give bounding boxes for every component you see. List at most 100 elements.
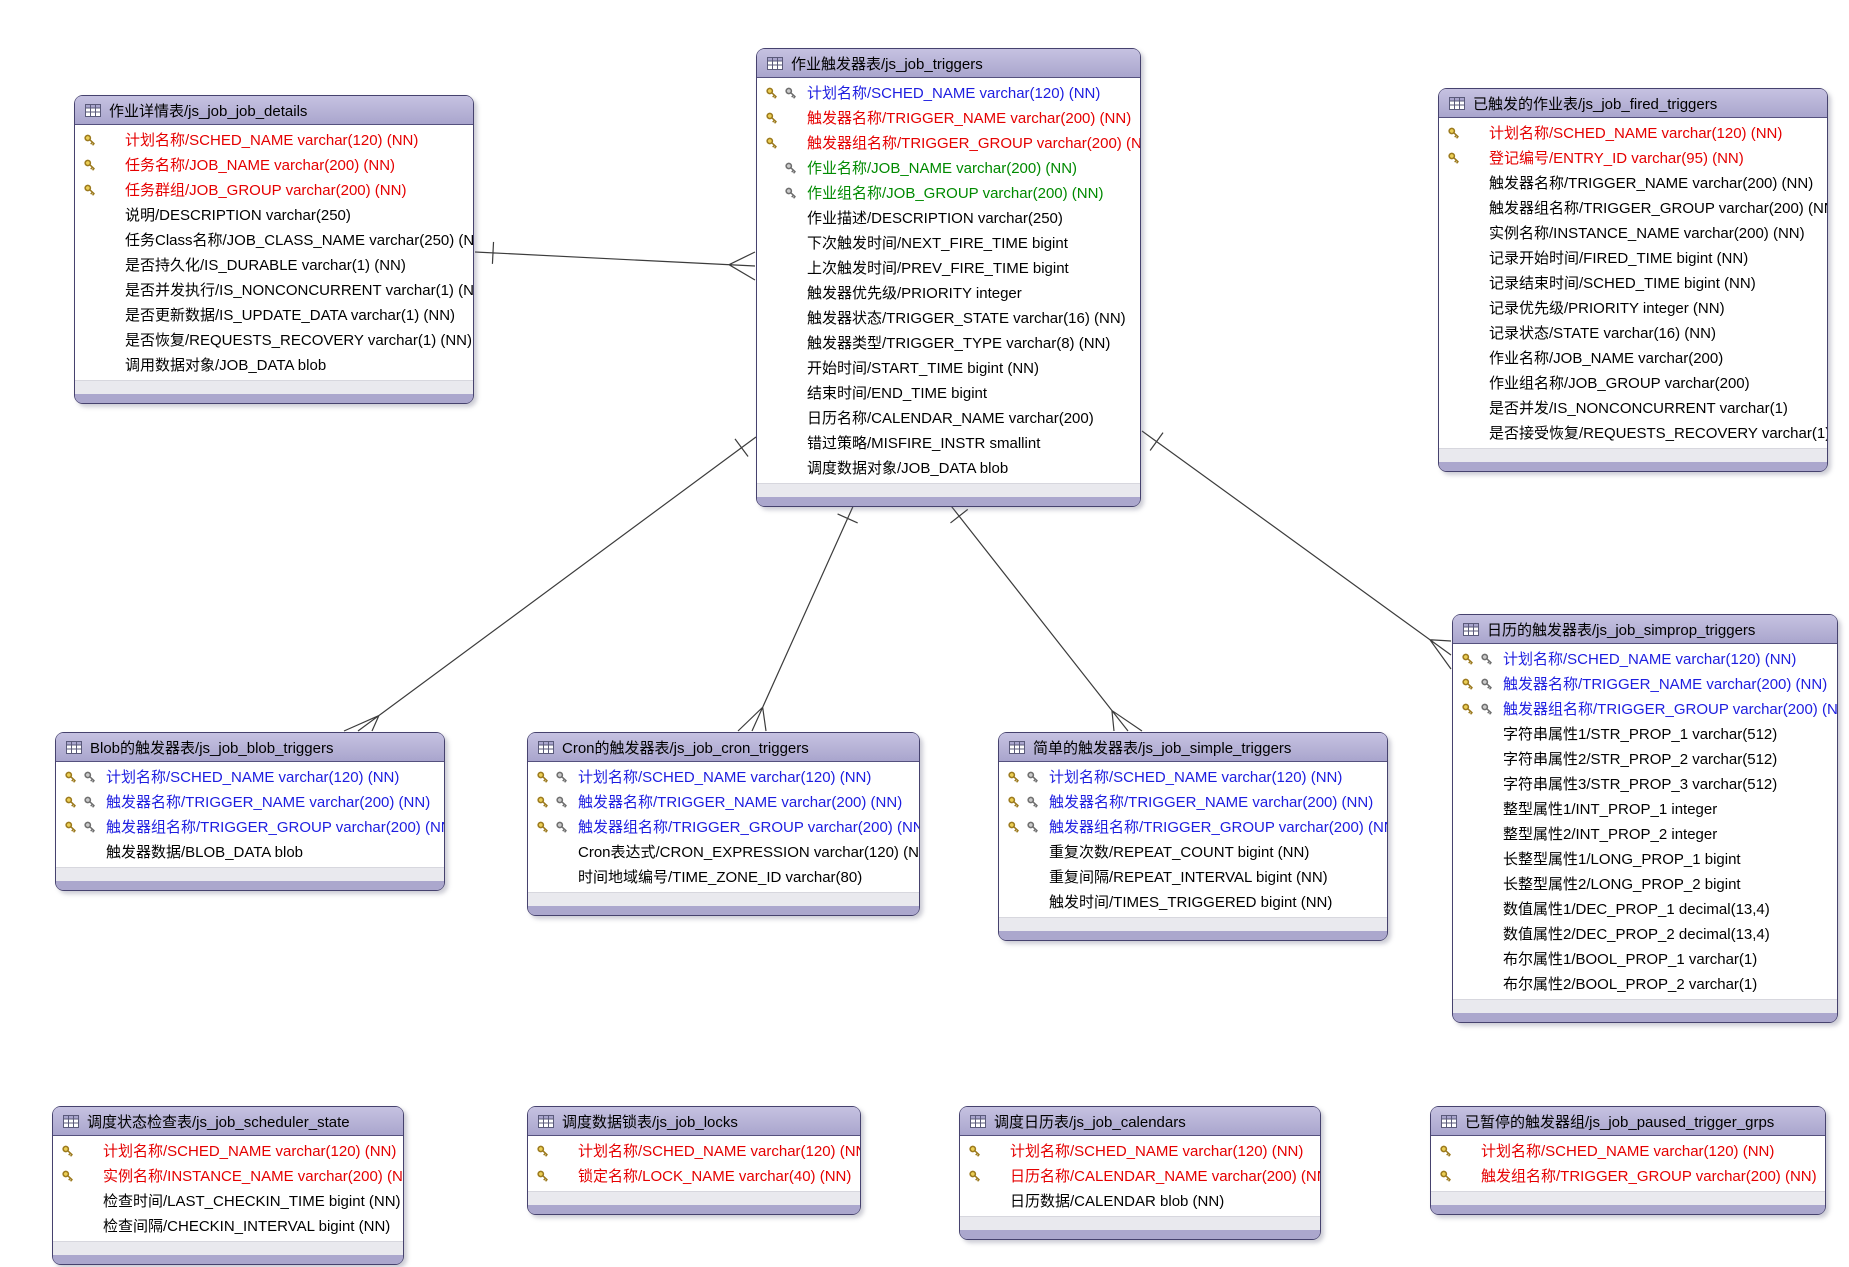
- table-field-row[interactable]: 记录开始时间/FIRED_TIME bigint (NN): [1439, 246, 1827, 271]
- table-header[interactable]: 日历的触发器表/js_job_simprop_triggers: [1453, 615, 1837, 644]
- table-field-row[interactable]: 触发器类型/TRIGGER_TYPE varchar(8) (NN): [757, 331, 1140, 356]
- table-field-row[interactable]: 检查时间/LAST_CHECKIN_TIME bigint (NN): [53, 1189, 403, 1214]
- table-field-row[interactable]: 触发器组名称/TRIGGER_GROUP varchar(200) (NN): [757, 131, 1140, 156]
- table-js_job_triggers[interactable]: 作业触发器表/js_job_triggers 计划名称/SCHED_NAME v…: [756, 48, 1141, 507]
- table-field-row[interactable]: 计划名称/SCHED_NAME varchar(120) (NN): [56, 765, 444, 790]
- table-field-row[interactable]: 重复次数/REPEAT_COUNT bigint (NN): [999, 840, 1387, 865]
- table-field-row[interactable]: 是否持久化/IS_DURABLE varchar(1) (NN): [75, 253, 473, 278]
- table-field-row[interactable]: 计划名称/SCHED_NAME varchar(120) (NN): [1431, 1139, 1825, 1164]
- table-field-row[interactable]: 整型属性2/INT_PROP_2 integer: [1453, 822, 1837, 847]
- table-field-row[interactable]: 布尔属性1/BOOL_PROP_1 varchar(1): [1453, 947, 1837, 972]
- table-field-row[interactable]: 实例名称/INSTANCE_NAME varchar(200) (NN): [53, 1164, 403, 1189]
- table-field-row[interactable]: 登记编号/ENTRY_ID varchar(95) (NN): [1439, 146, 1827, 171]
- table-field-row[interactable]: 计划名称/SCHED_NAME varchar(120) (NN): [53, 1139, 403, 1164]
- table-field-row[interactable]: 下次触发时间/NEXT_FIRE_TIME bigint: [757, 231, 1140, 256]
- table-js_job_simple_triggers[interactable]: 简单的触发器表/js_job_simple_triggers 计划名称/SCHE…: [998, 732, 1388, 941]
- table-field-row[interactable]: 记录结束时间/SCHED_TIME bigint (NN): [1439, 271, 1827, 296]
- table-field-row[interactable]: 字符串属性2/STR_PROP_2 varchar(512): [1453, 747, 1837, 772]
- table-header[interactable]: 已触发的作业表/js_job_fired_triggers: [1439, 89, 1827, 118]
- table-field-row[interactable]: 作业名称/JOB_NAME varchar(200): [1439, 346, 1827, 371]
- relationship-js_job_triggers-to-js_job_blob_triggers[interactable]: [343, 436, 757, 732]
- table-field-row[interactable]: 布尔属性2/BOOL_PROP_2 varchar(1): [1453, 972, 1837, 997]
- table-field-row[interactable]: 触发器组名称/TRIGGER_GROUP varchar(200) (NN): [56, 815, 444, 840]
- table-field-row[interactable]: 是否并发/IS_NONCONCURRENT varchar(1): [1439, 396, 1827, 421]
- table-header[interactable]: 简单的触发器表/js_job_simple_triggers: [999, 733, 1387, 762]
- table-field-row[interactable]: 记录状态/STATE varchar(16) (NN): [1439, 321, 1827, 346]
- table-js_job_blob_triggers[interactable]: Blob的触发器表/js_job_blob_triggers 计划名称/SCHE…: [55, 732, 445, 891]
- table-field-row[interactable]: 时间地域编号/TIME_ZONE_ID varchar(80): [528, 865, 919, 890]
- relationship-js_job_job_details-to-js_job_triggers[interactable]: [474, 241, 756, 281]
- table-field-row[interactable]: 字符串属性3/STR_PROP_3 varchar(512): [1453, 772, 1837, 797]
- table-field-row[interactable]: 计划名称/SCHED_NAME varchar(120) (NN): [528, 765, 919, 790]
- table-field-row[interactable]: 日历数据/CALENDAR blob (NN): [960, 1189, 1320, 1214]
- table-header[interactable]: 作业详情表/js_job_job_details: [75, 96, 473, 125]
- table-field-row[interactable]: 计划名称/SCHED_NAME varchar(120) (NN): [999, 765, 1387, 790]
- table-field-row[interactable]: 是否更新数据/IS_UPDATE_DATA varchar(1) (NN): [75, 303, 473, 328]
- table-field-row[interactable]: 锁定名称/LOCK_NAME varchar(40) (NN): [528, 1164, 860, 1189]
- table-field-row[interactable]: 触发器名称/TRIGGER_NAME varchar(200) (NN): [1453, 672, 1837, 697]
- table-field-row[interactable]: 整型属性1/INT_PROP_1 integer: [1453, 797, 1837, 822]
- table-header[interactable]: 作业触发器表/js_job_triggers: [757, 49, 1140, 78]
- table-field-row[interactable]: 上次触发时间/PREV_FIRE_TIME bigint: [757, 256, 1140, 281]
- table-field-row[interactable]: 数值属性1/DEC_PROP_1 decimal(13,4): [1453, 897, 1837, 922]
- table-field-row[interactable]: 调度数据对象/JOB_DATA blob: [757, 456, 1140, 481]
- table-header[interactable]: 已暂停的触发器组/js_job_paused_trigger_grps: [1431, 1107, 1825, 1136]
- table-field-row[interactable]: 任务Class名称/JOB_CLASS_NAME varchar(250) (N…: [75, 228, 473, 253]
- table-field-row[interactable]: 日历名称/CALENDAR_NAME varchar(200): [757, 406, 1140, 431]
- table-field-row[interactable]: 数值属性2/DEC_PROP_2 decimal(13,4): [1453, 922, 1837, 947]
- table-field-row[interactable]: 触发器数据/BLOB_DATA blob: [56, 840, 444, 865]
- table-js_job_calendars[interactable]: 调度日历表/js_job_calendars 计划名称/SCHED_NAME v…: [959, 1106, 1321, 1240]
- table-field-row[interactable]: 触发器组名称/TRIGGER_GROUP varchar(200) (NN): [999, 815, 1387, 840]
- relationship-js_job_triggers-to-js_job_cron_triggers[interactable]: [737, 501, 858, 732]
- relationship-js_job_triggers-to-js_job_simprop_triggers[interactable]: [1141, 430, 1452, 670]
- relationship-js_job_triggers-to-js_job_simple_triggers[interactable]: [947, 501, 1143, 732]
- table-field-row[interactable]: 作业名称/JOB_NAME varchar(200) (NN): [757, 156, 1140, 181]
- relationship-line[interactable]: [474, 241, 756, 281]
- table-field-row[interactable]: 字符串属性1/STR_PROP_1 varchar(512): [1453, 722, 1837, 747]
- table-field-row[interactable]: 是否并发执行/IS_NONCONCURRENT varchar(1) (NN): [75, 278, 473, 303]
- relationship-line[interactable]: [1141, 430, 1452, 670]
- table-field-row[interactable]: 触发器名称/TRIGGER_NAME varchar(200) (NN): [528, 790, 919, 815]
- table-field-row[interactable]: 触发器组名称/TRIGGER_GROUP varchar(200) (NN): [1453, 697, 1837, 722]
- table-header[interactable]: 调度日历表/js_job_calendars: [960, 1107, 1320, 1136]
- table-field-row[interactable]: 触发器优先级/PRIORITY integer: [757, 281, 1140, 306]
- table-js_job_cron_triggers[interactable]: Cron的触发器表/js_job_cron_triggers 计划名称/SCHE…: [527, 732, 920, 916]
- table-field-row[interactable]: 任务名称/JOB_NAME varchar(200) (NN): [75, 153, 473, 178]
- table-js_job_job_details[interactable]: 作业详情表/js_job_job_details 计划名称/SCHED_NAME…: [74, 95, 474, 404]
- table-field-row[interactable]: 是否恢复/REQUESTS_RECOVERY varchar(1) (NN): [75, 328, 473, 353]
- table-field-row[interactable]: 计划名称/SCHED_NAME varchar(120) (NN): [1439, 121, 1827, 146]
- table-field-row[interactable]: 开始时间/START_TIME bigint (NN): [757, 356, 1140, 381]
- table-field-row[interactable]: 是否接受恢复/REQUESTS_RECOVERY varchar(1): [1439, 421, 1827, 446]
- table-field-row[interactable]: 任务群组/JOB_GROUP varchar(200) (NN): [75, 178, 473, 203]
- table-field-row[interactable]: 检查间隔/CHECKIN_INTERVAL bigint (NN): [53, 1214, 403, 1239]
- table-header[interactable]: Cron的触发器表/js_job_cron_triggers: [528, 733, 919, 762]
- relationship-line[interactable]: [947, 501, 1143, 732]
- table-field-row[interactable]: 说明/DESCRIPTION varchar(250): [75, 203, 473, 228]
- table-field-row[interactable]: 触发器组名称/TRIGGER_GROUP varchar(200) (NN): [1439, 196, 1827, 221]
- table-field-row[interactable]: 计划名称/SCHED_NAME varchar(120) (NN): [960, 1139, 1320, 1164]
- table-field-row[interactable]: 作业描述/DESCRIPTION varchar(250): [757, 206, 1140, 231]
- table-field-row[interactable]: 触发器名称/TRIGGER_NAME varchar(200) (NN): [56, 790, 444, 815]
- table-header[interactable]: 调度数据锁表/js_job_locks: [528, 1107, 860, 1136]
- table-field-row[interactable]: 触发器组名称/TRIGGER_GROUP varchar(200) (NN): [528, 815, 919, 840]
- table-js_job_paused_trigger_grps[interactable]: 已暂停的触发器组/js_job_paused_trigger_grps 计划名称…: [1430, 1106, 1826, 1215]
- relationship-line[interactable]: [737, 501, 858, 732]
- table-field-row[interactable]: 长整型属性2/LONG_PROP_2 bigint: [1453, 872, 1837, 897]
- table-field-row[interactable]: 错过策略/MISFIRE_INSTR smallint: [757, 431, 1140, 456]
- table-field-row[interactable]: 作业组名称/JOB_GROUP varchar(200): [1439, 371, 1827, 396]
- table-field-row[interactable]: 触发时间/TIMES_TRIGGERED bigint (NN): [999, 890, 1387, 915]
- table-js_job_fired_triggers[interactable]: 已触发的作业表/js_job_fired_triggers 计划名称/SCHED…: [1438, 88, 1828, 472]
- relationship-line[interactable]: [343, 436, 757, 732]
- table-field-row[interactable]: Cron表达式/CRON_EXPRESSION varchar(120) (NN…: [528, 840, 919, 865]
- table-field-row[interactable]: 日历名称/CALENDAR_NAME varchar(200) (NN): [960, 1164, 1320, 1189]
- table-field-row[interactable]: 调用数据对象/JOB_DATA blob: [75, 353, 473, 378]
- table-header[interactable]: Blob的触发器表/js_job_blob_triggers: [56, 733, 444, 762]
- table-field-row[interactable]: 实例名称/INSTANCE_NAME varchar(200) (NN): [1439, 221, 1827, 246]
- table-field-row[interactable]: 触发器状态/TRIGGER_STATE varchar(16) (NN): [757, 306, 1140, 331]
- table-field-row[interactable]: 记录优先级/PRIORITY integer (NN): [1439, 296, 1827, 321]
- table-field-row[interactable]: 触发组名称/TRIGGER_GROUP varchar(200) (NN): [1431, 1164, 1825, 1189]
- table-header[interactable]: 调度状态检查表/js_job_scheduler_state: [53, 1107, 403, 1136]
- table-field-row[interactable]: 作业组名称/JOB_GROUP varchar(200) (NN): [757, 181, 1140, 206]
- table-field-row[interactable]: 重复间隔/REPEAT_INTERVAL bigint (NN): [999, 865, 1387, 890]
- table-field-row[interactable]: 计划名称/SCHED_NAME varchar(120) (NN): [1453, 647, 1837, 672]
